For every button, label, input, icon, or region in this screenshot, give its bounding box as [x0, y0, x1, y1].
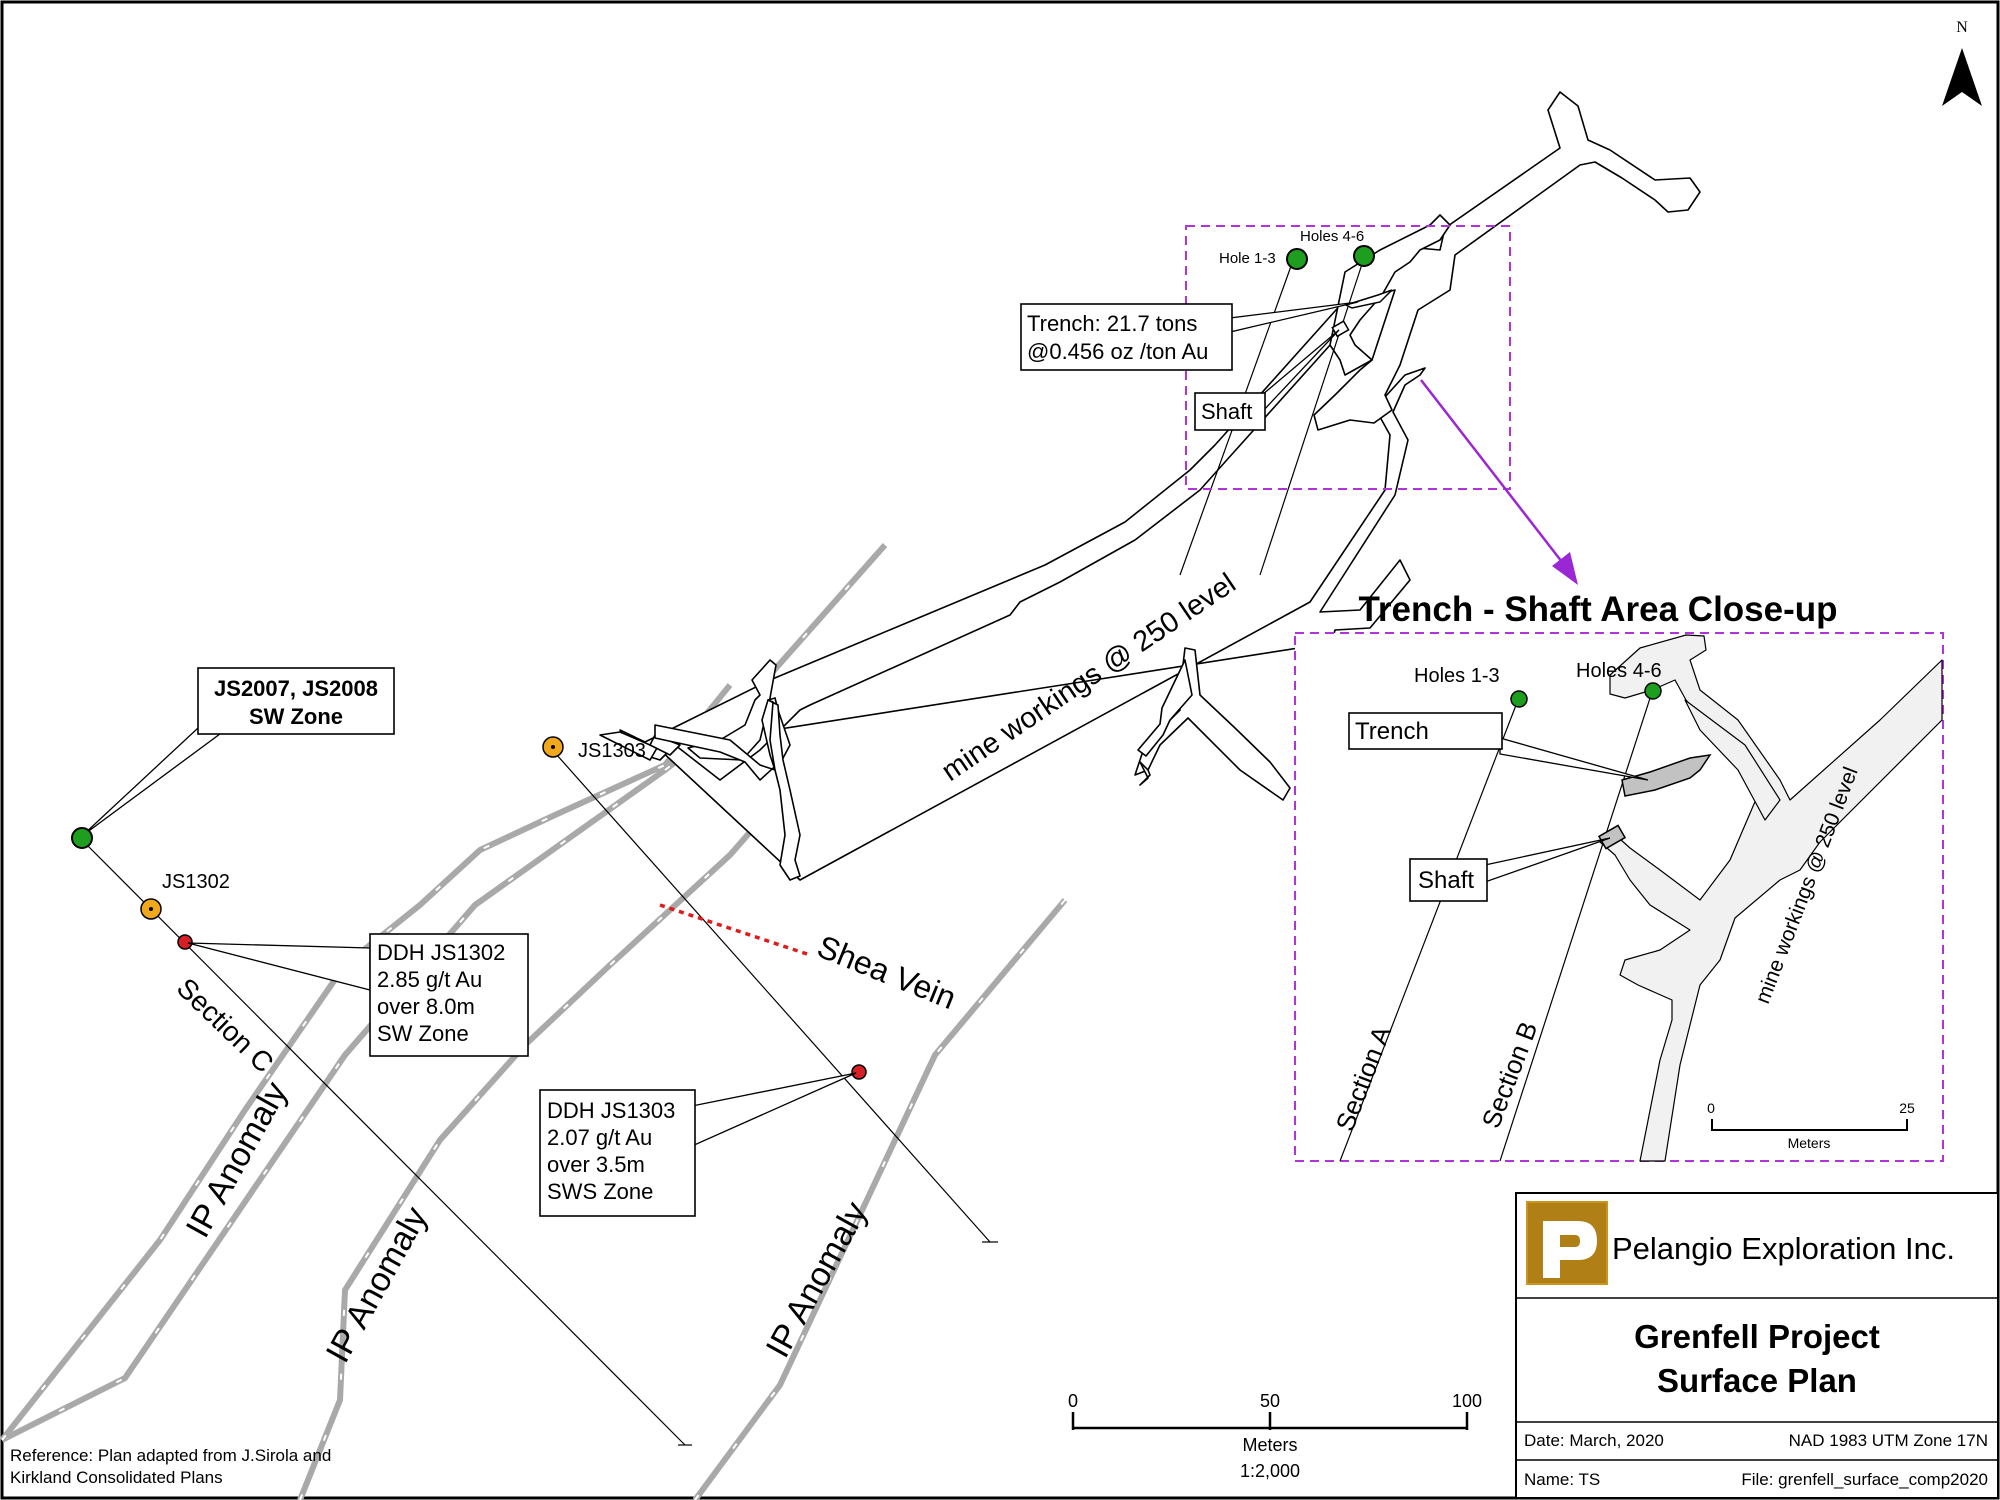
inset-shaft-label: Shaft — [1418, 867, 1474, 894]
holes46-marker — [1353, 245, 1375, 267]
trench-callout-box — [1020, 303, 1233, 371]
hole13-label: Hole 1-3 — [1219, 250, 1276, 267]
closeup-arrow-line — [1420, 379, 1563, 563]
ddh1302-line-2: 2.85 g/t Au — [377, 967, 482, 992]
ddh1302-callout-box — [369, 933, 529, 1057]
inset-section-b-line — [1499, 691, 1653, 1162]
north-label: N — [1956, 19, 1968, 36]
inset-trench-polygon — [1621, 754, 1712, 797]
scale-tick-100: 100 — [1452, 1391, 1482, 1411]
shaft-callout-label: Shaft — [1201, 399, 1252, 424]
inset-scale-end: 25 — [1899, 1100, 1915, 1116]
ddh1303-line-4: SWS Zone — [547, 1179, 653, 1204]
scale-tick-0: 0 — [1068, 1391, 1078, 1411]
inset-holes13-marker — [1510, 690, 1528, 708]
datum-label: NAD 1983 UTM Zone 17N — [1789, 1431, 1988, 1450]
company-logo-icon — [1526, 1201, 1608, 1285]
project-title-line-2: Surface Plan — [1657, 1362, 1857, 1399]
reference-line-2: Kirkland Consolidated Plans — [10, 1468, 223, 1487]
sw-zone-label: SW Zone — [249, 704, 343, 729]
inset-holes13-label: Holes 1-3 — [1414, 665, 1500, 687]
inset-scale-start: 0 — [1707, 1100, 1715, 1116]
scale-tick-50: 50 — [1260, 1391, 1280, 1411]
mine-workings — [599, 91, 1701, 881]
js1302-label: JS1302 — [162, 871, 230, 893]
date-label: Date: March, 2020 — [1524, 1431, 1664, 1450]
ddh1302-line-1: DDH JS1302 — [377, 940, 505, 965]
title-block: Pelangio Exploration Inc. Grenfell Proje… — [1515, 1192, 1999, 1499]
ddh1303-callout-box — [539, 1089, 696, 1217]
trench-callout-line-1: Trench: 21.7 tons — [1027, 311, 1197, 336]
holes46-label: Holes 4-6 — [1300, 228, 1364, 245]
hole13-marker — [1286, 248, 1308, 270]
main-scale-bar: 0 50 100 Meters 1:2,000 — [1068, 1391, 1482, 1481]
inset-trench-callout-box — [1348, 712, 1503, 750]
ddh1302-line-3: over 8.0m — [377, 994, 475, 1019]
inset-workings — [1599, 634, 1943, 1162]
shea-vein-line — [659, 903, 811, 957]
ddh1302-line-4: SW Zone — [377, 1021, 469, 1046]
inset-trench-label: Trench — [1355, 718, 1429, 745]
js1302-hole-dot — [149, 907, 153, 911]
closeup-arrow-head — [1552, 552, 1578, 585]
inset-holes46-marker — [1644, 682, 1662, 700]
inset-section-a-line — [1339, 699, 1519, 1162]
author-label: Name: TS — [1524, 1470, 1600, 1489]
reference-line-1: Reference: Plan adapted from J.Sirola an… — [10, 1446, 331, 1465]
js2007-hole-marker — [71, 827, 93, 849]
project-title-line-1: Grenfell Project — [1634, 1318, 1880, 1355]
js1303-intercept-marker — [851, 1064, 867, 1080]
js1303-label: JS1303 — [578, 740, 646, 762]
north-arrow-icon — [1942, 48, 1982, 106]
shaft-callout-box — [1194, 392, 1266, 431]
file-label: File: grenfell_surface_comp2020 — [1741, 1470, 1988, 1489]
js2007-label-box — [197, 667, 395, 735]
inset-holes46-label: Holes 4-6 — [1576, 660, 1662, 682]
ddh1303-line-2: 2.07 g/t Au — [547, 1125, 652, 1150]
trench-outline — [1344, 289, 1393, 309]
ddh1303-line-1: DDH JS1303 — [547, 1098, 675, 1123]
inset-title: Trench - Shaft Area Close-up — [1358, 590, 1837, 629]
inset-scale-units: Meters — [1788, 1135, 1831, 1151]
js1303-hole-dot — [551, 745, 555, 749]
scale-ratio: 1:2,000 — [1240, 1461, 1300, 1481]
company-name: Pelangio Exploration Inc. — [1612, 1231, 1955, 1266]
inset-scale-bar: 0 25 Meters — [1707, 1100, 1915, 1151]
js1302-intercept-marker — [177, 934, 193, 950]
mine-workings-sw — [654, 697, 801, 881]
inset-shaft-symbol — [1597, 824, 1627, 850]
trench-callout-line-2: @0.456 oz /ton Au — [1027, 339, 1208, 364]
inset-shaft-callout-box — [1409, 858, 1488, 902]
scale-units: Meters — [1242, 1435, 1297, 1455]
js2007-label: JS2007, JS2008 — [214, 676, 378, 701]
north-arrow: N — [1942, 19, 1982, 106]
ddh1303-line-3: over 3.5m — [547, 1152, 645, 1177]
